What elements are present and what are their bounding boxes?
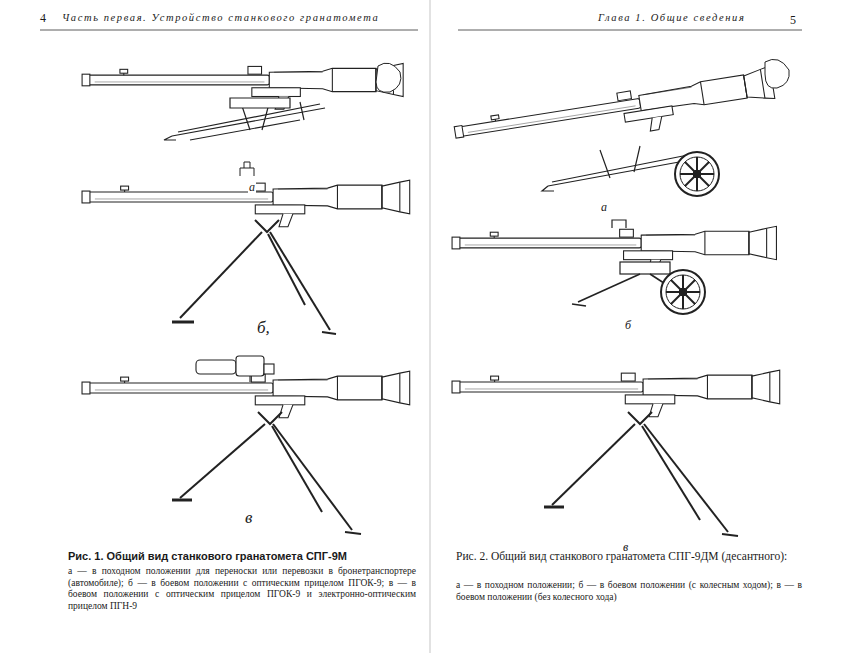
running-head: Глава 1. Общие сведения: [598, 12, 745, 25]
figure-caption: Рис. 1. Общий вид станкового гранатомета…: [68, 550, 418, 563]
figure-letter: б: [624, 318, 632, 332]
figure-letter: б,: [256, 318, 271, 338]
page-number: 5: [790, 13, 796, 27]
figure-letter: а: [600, 200, 608, 214]
figure-letter: а: [248, 180, 256, 194]
page-number: 4: [40, 11, 46, 25]
running-head: Часть первая. Устройство станкового гран…: [62, 12, 379, 25]
caption-text: а — в походном положении для переноски и…: [68, 566, 416, 612]
figure-letter: в: [244, 508, 253, 528]
caption-text: а — в походном положении; б — в боевом п…: [456, 580, 802, 603]
figure-caption: Рис. 2. Общий вид станкового гранатомета…: [456, 550, 802, 564]
